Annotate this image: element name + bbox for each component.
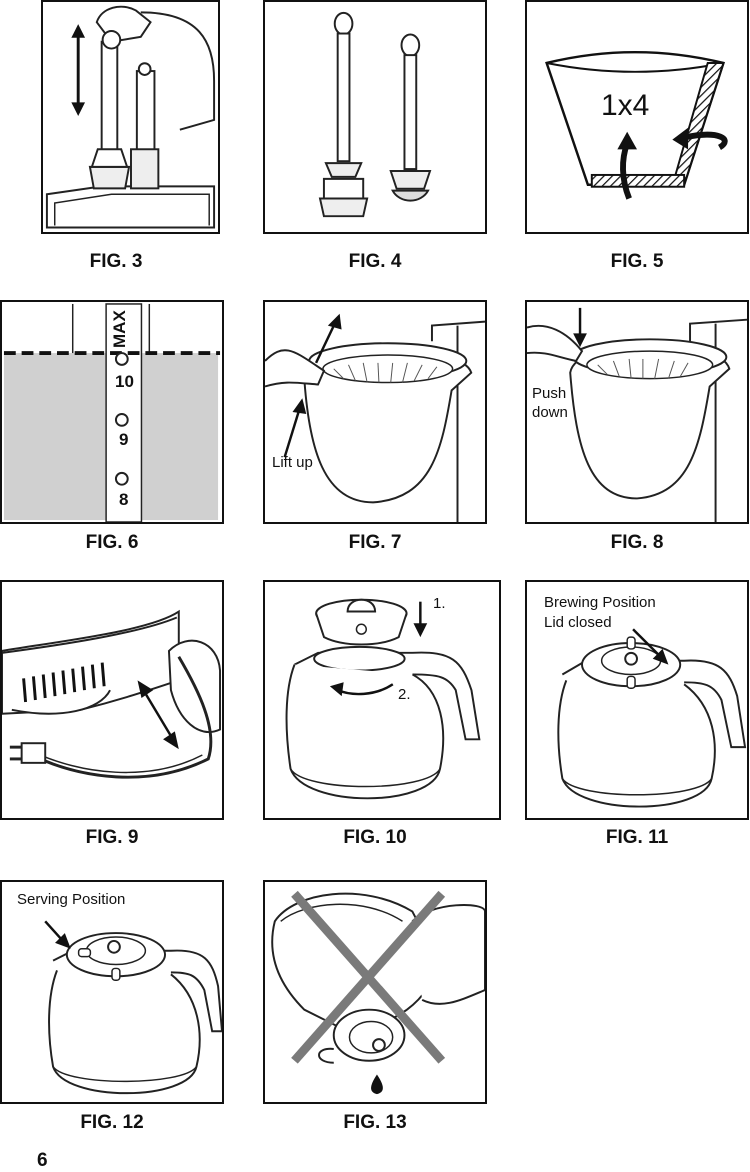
push-down-label-line2: down xyxy=(532,404,568,421)
fig-5-caption: FIG. 5 xyxy=(610,251,664,272)
mark-10: 10 xyxy=(115,372,134,391)
power-cord-illustration xyxy=(2,609,222,779)
brewing-position-label-line1: Brewing Position xyxy=(544,594,656,611)
mark-8: 8 xyxy=(119,490,129,509)
fig-8-panel: Push down xyxy=(525,300,749,524)
fig-9-panel xyxy=(0,580,224,820)
push-basket-illustration xyxy=(527,307,747,522)
fig-3-panel xyxy=(41,0,220,234)
fig-12-panel: Serving Position xyxy=(0,880,224,1104)
fig-11-panel: Brewing Position Lid closed xyxy=(525,580,749,820)
filter-size-label: 1x4 xyxy=(601,89,650,122)
fig-13-panel xyxy=(263,880,487,1104)
fig-4-panel xyxy=(263,0,487,234)
fig-6-caption: FIG. 6 xyxy=(85,532,139,553)
fig-6-panel: MAX 10 9 8 xyxy=(0,300,224,524)
lift-up-label: Lift up xyxy=(272,454,313,471)
mark-9: 9 xyxy=(119,430,129,449)
lift-basket-illustration xyxy=(265,313,485,522)
fig-10-caption: FIG. 10 xyxy=(343,827,407,848)
fig-4-caption: FIG. 4 xyxy=(348,251,402,272)
brewing-position-illustration xyxy=(557,628,747,808)
max-mark: MAX xyxy=(110,310,129,348)
page-number: 6 xyxy=(37,1150,48,1171)
water-level-illustration xyxy=(3,303,221,522)
step-1-label: 1. xyxy=(433,595,446,612)
fig-9-caption: FIG. 9 xyxy=(85,827,139,848)
serving-position-illustration xyxy=(44,920,222,1095)
fig-10-panel: 1. 2. xyxy=(263,580,501,820)
fig-12-caption: FIG. 12 xyxy=(80,1112,144,1133)
fig-13-caption: FIG. 13 xyxy=(343,1112,407,1133)
carafe-lid-attach-illustration xyxy=(285,598,481,800)
fig-7-panel: Lift up xyxy=(263,300,487,524)
fig-3-caption: FIG. 3 xyxy=(89,251,143,272)
fig-11-caption: FIG. 11 xyxy=(605,827,669,848)
tube-parts-illustration xyxy=(318,11,432,218)
water-tube-illustration xyxy=(45,5,216,229)
incorrect-pour-illustration xyxy=(271,890,485,1095)
brewing-position-label-line2: Lid closed xyxy=(544,614,612,631)
push-down-label-line1: Push xyxy=(532,385,567,402)
step-2-label: 2. xyxy=(398,686,411,703)
fig-7-caption: FIG. 7 xyxy=(348,532,402,553)
fig-8-caption: FIG. 8 xyxy=(610,532,664,553)
serving-position-label: Serving Position xyxy=(17,891,126,908)
fig-5-panel: 1x4 xyxy=(525,0,749,234)
paper-filter-illustration xyxy=(545,50,728,200)
